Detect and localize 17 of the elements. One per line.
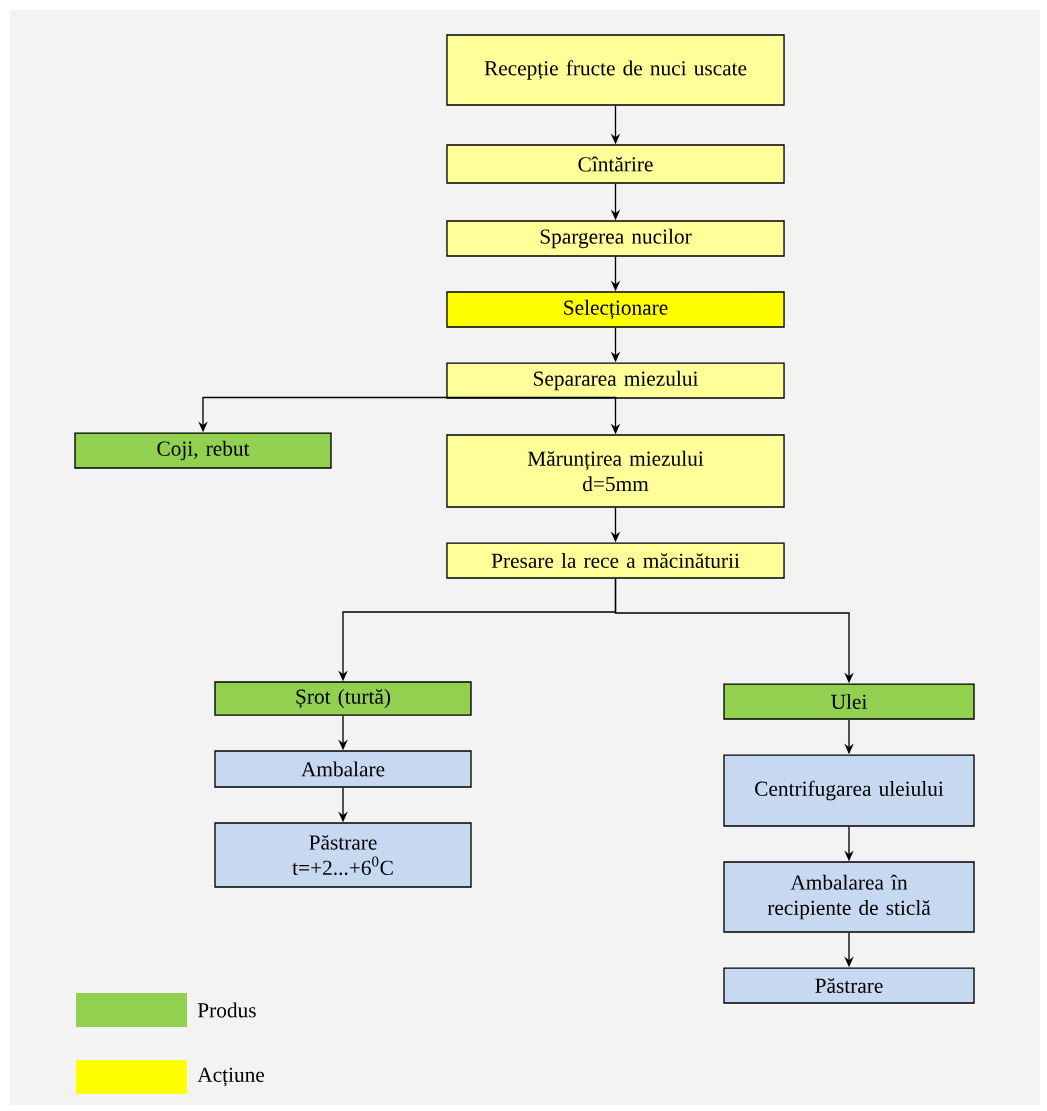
process-box: Păstrare t=+2...+6$^{0}$C bbox=[214, 822, 472, 888]
product-box: Coji, rebut bbox=[74, 432, 332, 469]
process-box: Ambalare bbox=[214, 750, 472, 788]
process-box: Cîntărire bbox=[446, 144, 785, 184]
process-box: Separarea miezului bbox=[446, 362, 785, 399]
product-box: Ulei bbox=[723, 683, 975, 720]
process-box: Mărunțirea miezului d=5mm bbox=[446, 434, 785, 508]
product-box: Șrot (turtă) bbox=[214, 681, 472, 716]
process-box: Selecționare bbox=[446, 291, 785, 328]
process-box: Centrifugarea uleiului bbox=[723, 754, 975, 827]
legend-label: Produs bbox=[197, 1002, 256, 1018]
process-box: Păstrare bbox=[723, 967, 975, 1004]
process-box: Presare la rece a măcinăturii bbox=[446, 542, 785, 579]
process-box: Ambalarea în recipiente de sticlă bbox=[723, 861, 975, 933]
legend-label: Acțiune bbox=[197, 1067, 265, 1087]
process-box: Spargerea nucilor bbox=[446, 220, 785, 257]
process-box: Recepție fructe de nuci uscate bbox=[446, 34, 785, 106]
